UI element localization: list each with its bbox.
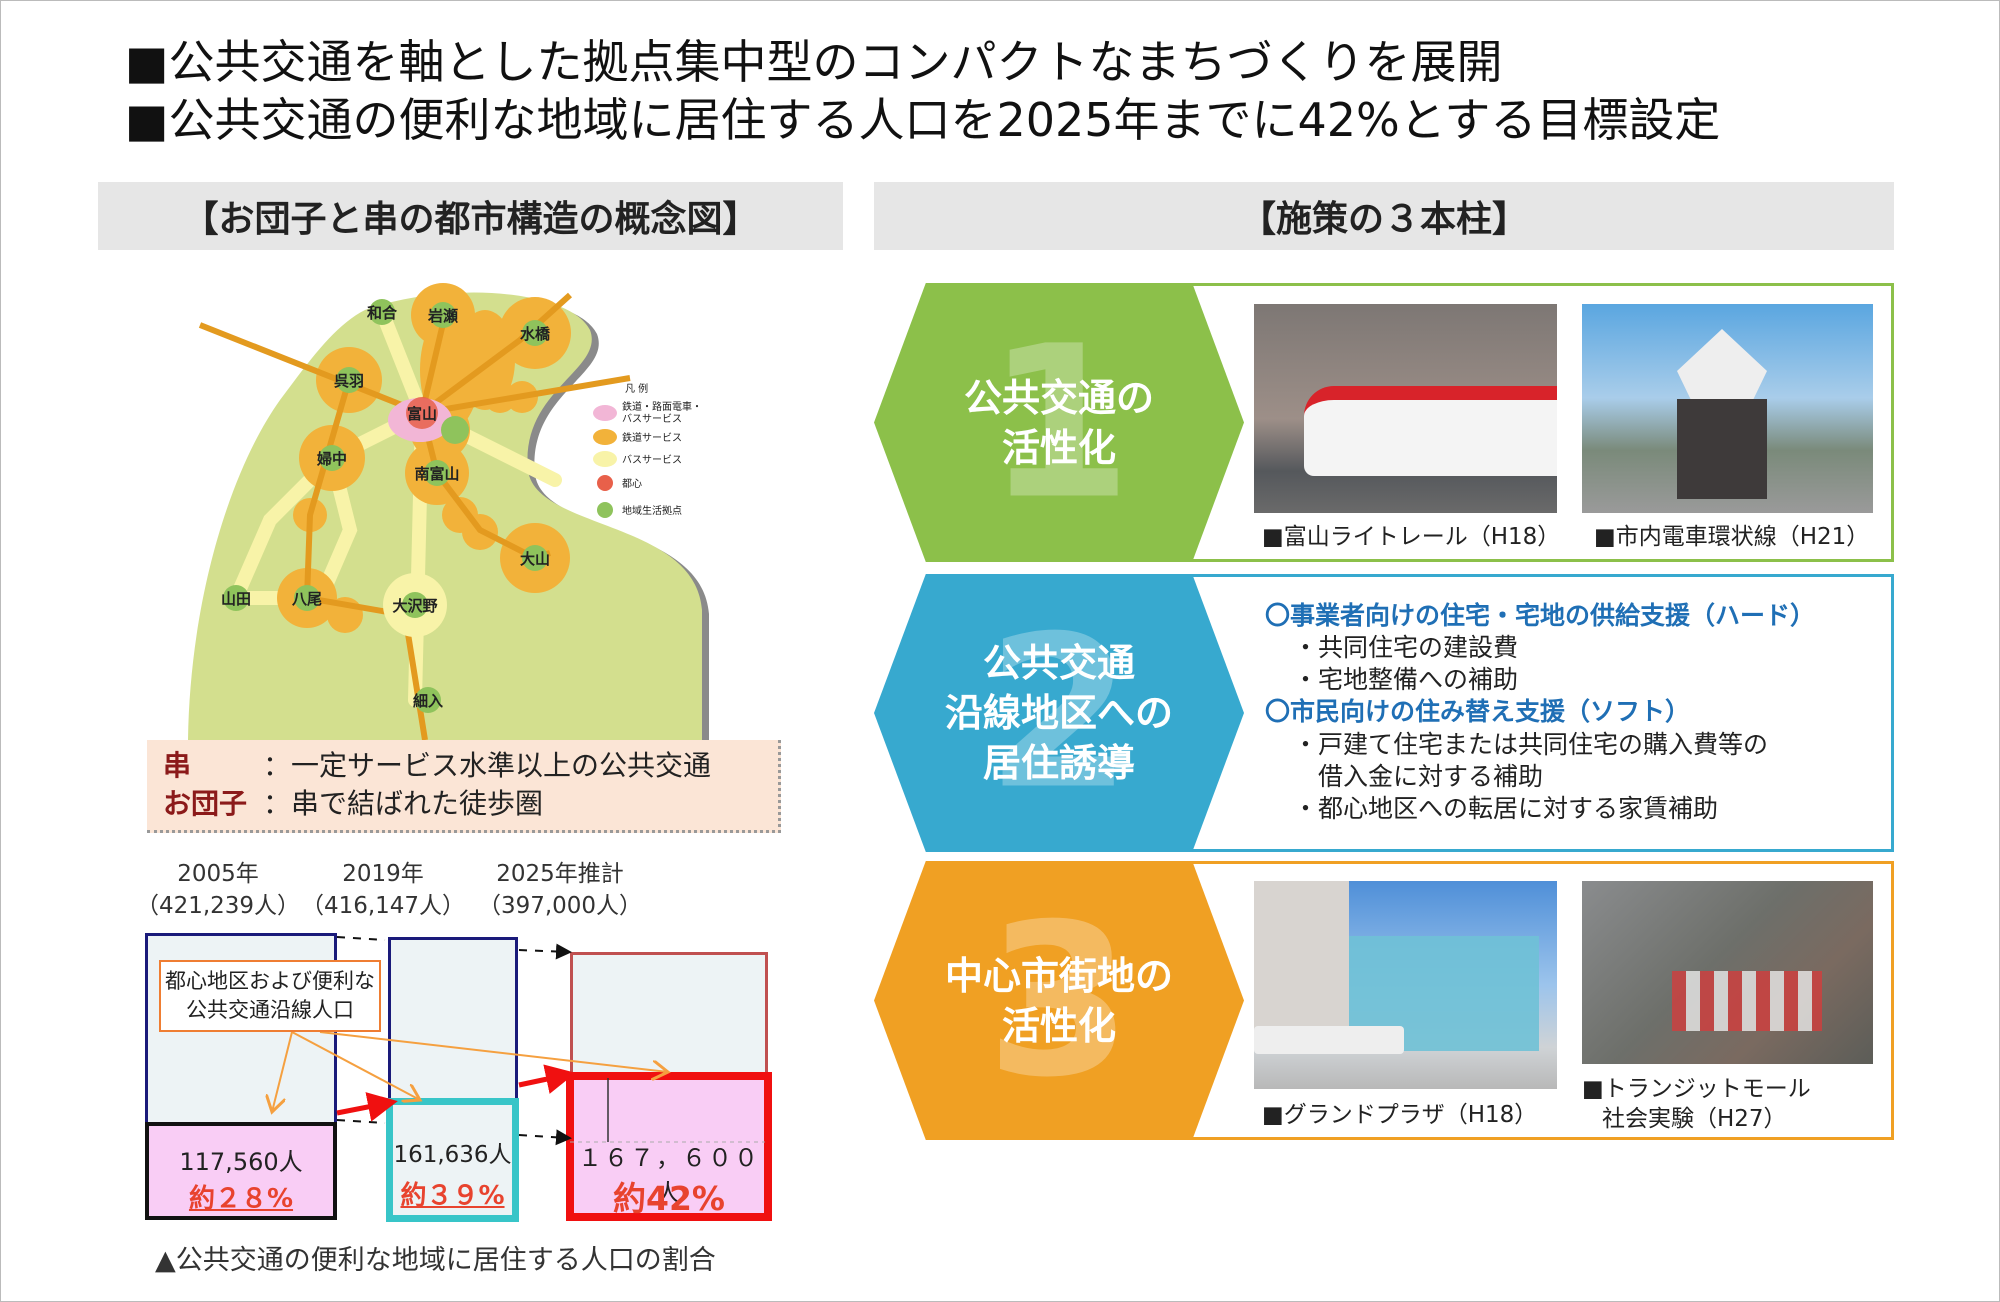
pillars-section-header: 【施策の３本柱】 xyxy=(874,182,1894,250)
node-label: 南富山 xyxy=(414,465,459,483)
definition-text: ：一定サービス水準以上の公共交通 xyxy=(263,749,712,782)
node-label: 和合 xyxy=(367,304,398,322)
legend-label: バスサービス xyxy=(622,454,682,466)
legend-label: 鉄道サービス xyxy=(622,431,682,444)
value-label: 117,560人 xyxy=(179,1148,303,1176)
pillar-2-panel xyxy=(1173,574,1894,852)
headline-1: ■公共交通を軸とした拠点集中型のコンパクトなまちづくりを展開 xyxy=(125,35,1503,89)
callout-line: 公共交通沿線人口 xyxy=(186,998,354,1022)
photo-caption: ■グランドプラザ（H18） xyxy=(1262,1102,1538,1128)
node-label: 富山 xyxy=(407,405,437,423)
tram-shape xyxy=(1304,386,1557,476)
pillar-number: 2 xyxy=(985,590,1133,836)
title-line: 公共交通の xyxy=(963,375,1154,420)
building-shape xyxy=(1254,881,1349,1041)
photo-grand-plaza xyxy=(1254,881,1557,1089)
pillar-title: 公共交通の活性化 xyxy=(874,373,1244,473)
percent-label: 約２８% xyxy=(188,1184,294,1214)
policy-item: ・都心地区への転居に対する家賃補助 xyxy=(1293,794,1719,823)
legend-label: バスサービス xyxy=(622,413,682,425)
title-line: 中心市街地の xyxy=(944,953,1173,998)
node-label: 山田 xyxy=(221,590,251,608)
photo-light-rail xyxy=(1254,304,1557,513)
map-section-header: 【お団子と串の都市構造の概念図】 xyxy=(98,182,843,250)
tram-shape xyxy=(1677,399,1767,499)
tram-shape xyxy=(1254,1026,1404,1054)
title-line: 公共交通 xyxy=(982,641,1135,685)
bar-2019-transit: 161,636人 約３９% xyxy=(386,1098,519,1222)
photo-caption: ■市内電車環状線（H21） xyxy=(1594,524,1870,550)
pillar-title: 公共交通沿線地区への居住誘導 xyxy=(874,638,1244,788)
map-legend: 凡 例 鉄道・路面電車・ バスサービス 鉄道サービス バスサービス 都心 地域生… xyxy=(593,382,702,518)
callout-box: 都心地区および便利な 公共交通沿線人口 xyxy=(159,960,381,1032)
value-label: １６７，６００人 xyxy=(578,1144,760,1207)
bar-2019-total xyxy=(388,937,518,1102)
total-population: （421,239人） xyxy=(135,893,301,919)
bar-2025-total xyxy=(570,952,768,1074)
percent-label: 約42% xyxy=(613,1179,725,1218)
legend-label: 鉄道・路面電車・ xyxy=(622,400,702,413)
photo-transit-mall xyxy=(1582,881,1873,1064)
headline-2: ■公共交通の便利な地域に居住する人口を2025年までに42%とする目標設定 xyxy=(125,93,1721,147)
node-label: 大山 xyxy=(520,550,550,568)
photo-caption: 社会実験（H27） xyxy=(1602,1106,1787,1132)
node-label: 呉羽 xyxy=(334,372,364,390)
castle-shape xyxy=(1677,329,1767,399)
pillar-title: 中心市街地の活性化 xyxy=(874,951,1244,1051)
pillar-1-hexagon: 1 公共交通の活性化 xyxy=(874,283,1244,562)
year-label-2019: 2019年 （416,147人） xyxy=(298,858,468,922)
chart-caption: ▲公共交通の便利な地域に居住する人口の割合 xyxy=(155,1245,716,1276)
photo-loop-line xyxy=(1582,304,1873,513)
title-line: 沿線地区への xyxy=(944,691,1173,735)
year-label-2005: 2005年 （421,239人） xyxy=(133,858,303,922)
node-label: 細入 xyxy=(413,692,443,710)
pillar-number: 3 xyxy=(985,878,1133,1123)
title-line: 活性化 xyxy=(1001,425,1116,470)
definition-row: お団子 ：串で結ばれた徒歩圏 xyxy=(163,785,762,823)
year-label-2025: 2025年推計 （397,000人） xyxy=(475,858,645,922)
legend-title: 凡 例 xyxy=(625,382,648,395)
pillar-2-hexagon: 2 公共交通沿線地区への居住誘導 xyxy=(874,574,1244,852)
local-hubs xyxy=(223,299,548,713)
year: 2025年推計 xyxy=(496,861,624,887)
definition-key: お団子 xyxy=(163,787,248,820)
legend-label: 地域生活拠点 xyxy=(622,504,682,517)
definition-row: 串 ：一定サービス水準以上の公共交通 xyxy=(163,747,762,785)
title-line: 居住誘導 xyxy=(982,741,1135,785)
node-label: 婦中 xyxy=(316,450,347,468)
node-label: 岩瀬 xyxy=(427,307,458,325)
policy-heading: 〇市民向けの住み替え支援（ソフト） xyxy=(1265,697,1691,726)
policy-item: 借入金に対する補助 xyxy=(1318,762,1544,791)
definition-text: ：串で結ばれた徒歩圏 xyxy=(263,787,544,820)
definition-key: 串 xyxy=(163,749,192,782)
city-center-dot xyxy=(406,397,438,429)
market-tents-shape xyxy=(1672,971,1822,1031)
policy-item: ・宅地整備への補助 xyxy=(1293,665,1519,694)
definitions-box: 串 ：一定サービス水準以上の公共交通 お団子 ：串で結ばれた徒歩圏 xyxy=(147,740,781,833)
title-line: 活性化 xyxy=(1001,1003,1116,1048)
legend-label: 都心 xyxy=(622,478,642,490)
bar-2005-transit: 117,560人 約２８% xyxy=(145,1122,337,1220)
pillar-number: 1 xyxy=(985,300,1133,545)
policy-item: ・共同住宅の建設費 xyxy=(1293,633,1519,662)
year: 2005年 xyxy=(177,861,259,887)
policy-heading: 〇事業者向けの住宅・宅地の供給支援（ハード） xyxy=(1265,601,1816,630)
percent-label: 約３９% xyxy=(400,1181,505,1211)
callout-line: 都心地区および便利な xyxy=(165,969,375,993)
node-label: 水橋 xyxy=(520,325,551,343)
total-population: （416,147人） xyxy=(300,893,466,919)
photo-caption: ■富山ライトレール（H18） xyxy=(1262,524,1561,550)
total-population: （397,000人） xyxy=(477,893,643,919)
policy-item: ・戸建て住宅または共同住宅の購入費等の xyxy=(1293,730,1769,759)
pillar-3-hexagon: 3 中心市街地の活性化 xyxy=(874,861,1244,1140)
bar-2025-transit: １６７，６００人 約42% xyxy=(566,1072,772,1221)
node-label: 八尾 xyxy=(291,590,322,608)
value-label: 161,636人 xyxy=(393,1142,512,1168)
city-structure-map: 和合 岩瀬 水橋 呉羽 富山 婦中 南富山 大山 山田 八尾 大沢野 細入 凡 … xyxy=(188,283,709,740)
photo-caption: ■トランジットモール xyxy=(1582,1076,1811,1102)
year: 2019年 xyxy=(342,861,424,887)
node-label: 大沢野 xyxy=(392,597,437,615)
